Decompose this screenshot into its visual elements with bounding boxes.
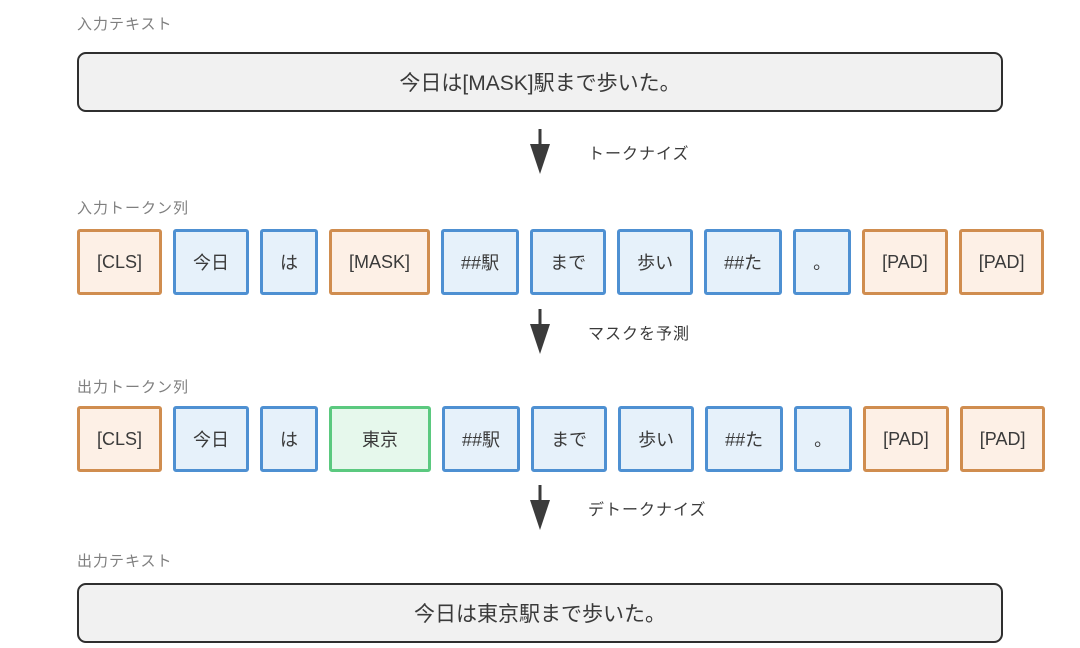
input-token-sequence-label: 入力トークン列 (77, 200, 190, 217)
token-predicted: 東京 (329, 406, 432, 472)
token: 。 (794, 406, 853, 472)
detokenize-step-label: デトークナイズ (588, 502, 707, 519)
tokenize-step-label: トークナイズ (588, 146, 690, 163)
token: は (260, 229, 319, 295)
down-arrow-icon (530, 309, 550, 354)
token: 今日 (173, 229, 250, 295)
token: ##駅 (442, 406, 521, 472)
output-token-sequence-label: 出力トークン列 (77, 379, 190, 396)
detokenize-step: デトークナイズ (528, 484, 1080, 532)
token: [CLS] (77, 229, 163, 295)
token: ##た (705, 406, 784, 472)
token: 歩い (618, 406, 695, 472)
input-token-row: [CLS] 今日 は [MASK] ##駅 まで 歩い ##た 。 [PAD] … (77, 229, 1080, 295)
predict-mask-step: マスクを予測 (528, 308, 1080, 356)
token: [MASK] (329, 229, 431, 295)
token: は (260, 406, 319, 472)
token: まで (531, 406, 608, 472)
down-arrow-icon (530, 485, 550, 530)
output-token-row: [CLS] 今日 は 東京 ##駅 まで 歩い ##た 。 [PAD] [PAD… (77, 406, 1080, 472)
token: ##た (704, 229, 783, 295)
token: 歩い (617, 229, 694, 295)
tokenize-step: トークナイズ (528, 128, 1080, 176)
token: [PAD] (958, 229, 1045, 295)
token: [PAD] (959, 406, 1046, 472)
token: ##駅 (441, 229, 520, 295)
predict-mask-step-label: マスクを予測 (588, 326, 691, 343)
token: まで (530, 229, 607, 295)
output-text-label: 出力テキスト (77, 553, 173, 570)
down-arrow-icon (530, 129, 550, 174)
token: [PAD] (862, 229, 948, 295)
input-text-label: 入力テキスト (77, 16, 173, 33)
token: 。 (793, 229, 852, 295)
token: 今日 (173, 406, 250, 472)
token: [PAD] (863, 406, 949, 472)
input-text-box: 今日は[MASK]駅まで歩いた。 (77, 52, 1003, 112)
output-text-box: 今日は東京駅まで歩いた。 (77, 583, 1003, 643)
token: [CLS] (77, 406, 163, 472)
